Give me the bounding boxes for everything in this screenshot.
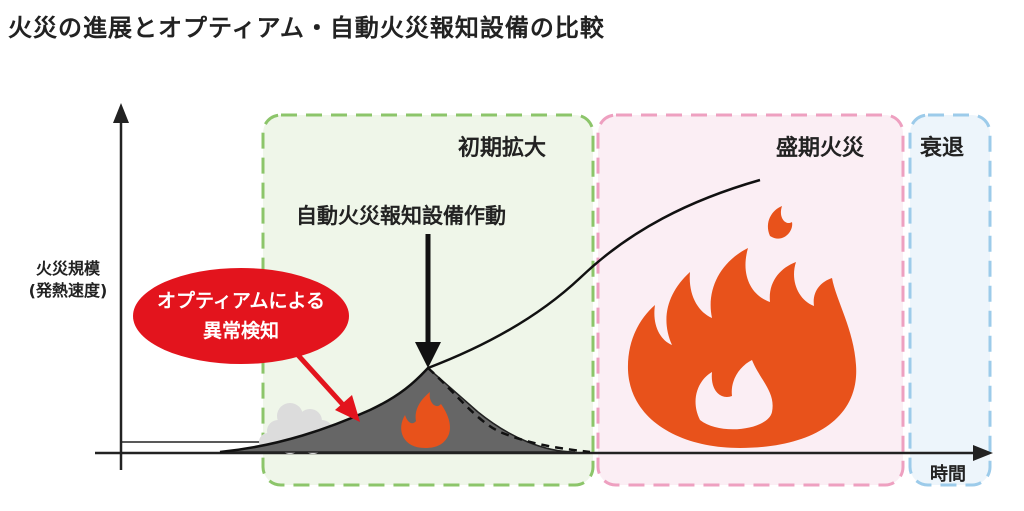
optiam-bubble-line2: 異常検知 [202, 320, 279, 342]
zone-label-peak: 盛期火災 [776, 136, 865, 161]
optiam-arrow-shaft [295, 352, 347, 409]
y-axis-label-line2: (発熱速度) [28, 281, 108, 300]
optiam-bubble-line1: オプティアムによる [157, 290, 325, 312]
optiam-arrowhead [335, 395, 360, 422]
decay-zone [908, 113, 992, 487]
optiam-bubble [133, 268, 349, 364]
optiam-bubble-text: オプティアムによる 異常検知 [133, 286, 349, 346]
x-axis-label: 時間 [930, 464, 966, 485]
y-axis-label: 火災規模 (発熱速度) [8, 258, 128, 302]
auto-alarm-label: 自動火災報知設備作動 [296, 204, 506, 228]
y-axis-label-line1: 火災規模 [35, 259, 100, 278]
fire-growth-curve [219, 178, 761, 454]
small-flame-icon [401, 392, 451, 448]
zone-label-early: 初期拡大 [458, 136, 547, 161]
zone-label-decay: 衰退 [920, 136, 965, 161]
large-flame-icon [627, 206, 857, 448]
x-axis-arrowhead [973, 445, 993, 461]
suppressed-fire-curve [427, 367, 591, 454]
alarm-arrowhead [415, 342, 441, 368]
y-axis-arrowhead [113, 103, 129, 123]
page-title: 火災の進展とオプティアム・自動火災報知設備の比較 [8, 14, 605, 42]
